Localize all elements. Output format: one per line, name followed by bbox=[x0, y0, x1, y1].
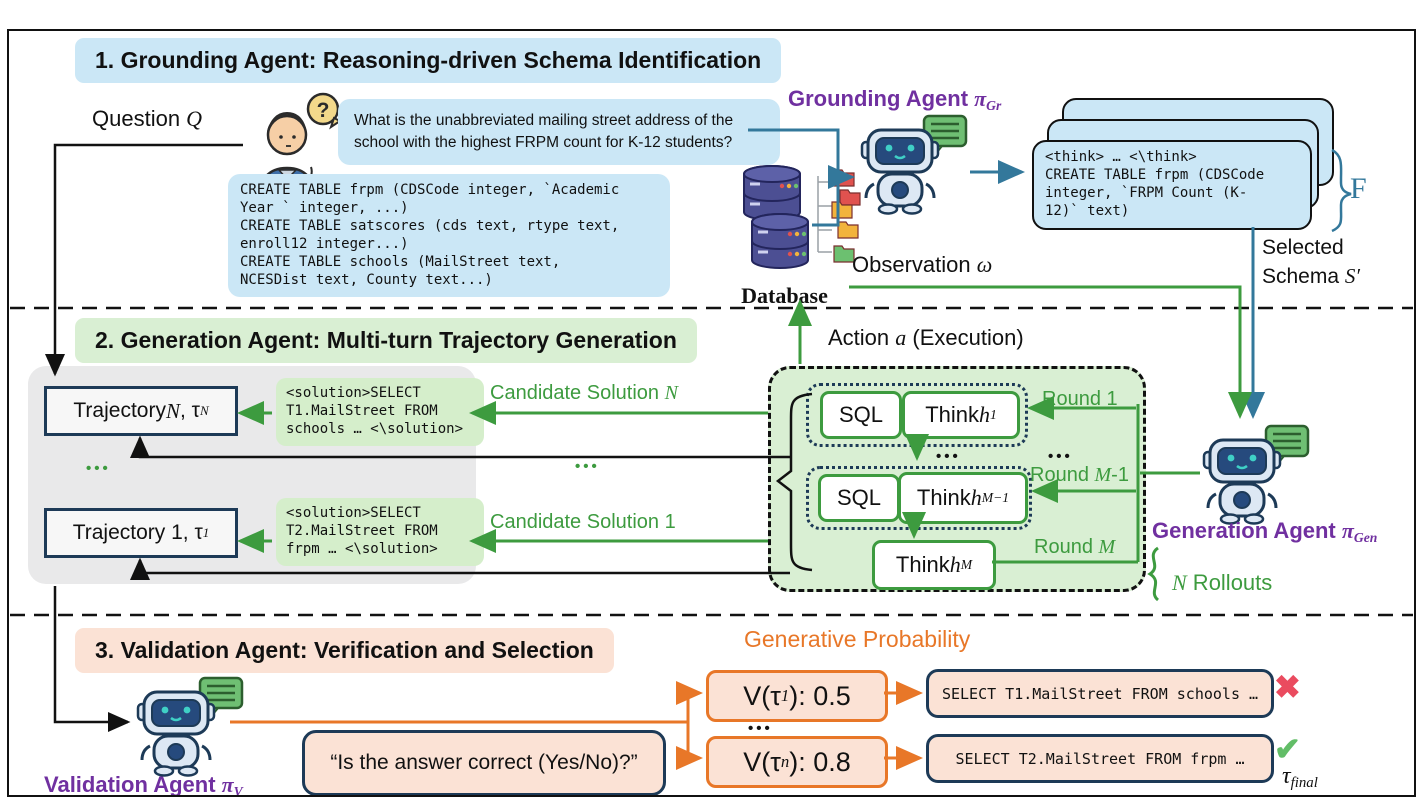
generative-probability-label: Generative Probability bbox=[744, 626, 971, 652]
sql-result-2-box: SELECT T2.MailStreet FROM frpm … bbox=[926, 734, 1274, 783]
rounds-ellipsis-1: ••• bbox=[936, 448, 961, 465]
n-rollouts-brace bbox=[1147, 546, 1160, 602]
action-label: Action a (Execution) bbox=[828, 325, 1024, 350]
question-box: What is the unabbreviated mailing street… bbox=[338, 99, 780, 165]
database-label: Database bbox=[741, 283, 828, 308]
round-1-label: Round 1 bbox=[1042, 388, 1118, 410]
validation-prompt-box: “Is the answer correct (Yes/No)?” bbox=[302, 730, 666, 796]
grounding-agent-label: Grounding Agent πGr bbox=[788, 86, 1002, 113]
database-icon bbox=[722, 162, 872, 284]
candidate-solution-n-label: Candidate Solution N bbox=[490, 382, 678, 404]
section1-title: 1. Grounding Agent: Reasoning-driven Sch… bbox=[75, 38, 782, 83]
round-m-label: Round M bbox=[1034, 536, 1116, 558]
candidate-solution-1-label: Candidate Solution 1 bbox=[490, 511, 676, 533]
validation-agent-label: Validation Agent πV bbox=[44, 772, 243, 799]
f-label: F bbox=[1350, 172, 1367, 205]
tau-final-label: τfinal bbox=[1282, 763, 1318, 792]
grounding-agent-robot-icon bbox=[858, 114, 970, 216]
validation-agent-robot-icon bbox=[134, 676, 246, 778]
f-brace bbox=[1331, 148, 1352, 233]
cross-icon: ✖ bbox=[1274, 669, 1301, 705]
v-ellipsis: ••• bbox=[748, 720, 773, 737]
observation-label: Observation ω bbox=[852, 252, 993, 277]
question-label: Question Q bbox=[92, 106, 203, 131]
sql-box-1: SQL bbox=[820, 391, 902, 439]
sql-box-2: SQL bbox=[818, 474, 900, 522]
rounds-ellipsis-2: ••• bbox=[1048, 448, 1073, 465]
candidate-solution-1-box: <solution>SELECT T2.MailStreet FROM frpm… bbox=[276, 498, 484, 566]
section2-title: 2. Generation Agent: Multi-turn Trajecto… bbox=[75, 318, 697, 363]
schema-code-box: CREATE TABLE frpm (CDSCode integer, `Aca… bbox=[228, 174, 670, 298]
round-m1-label: Round M-1 bbox=[1030, 464, 1129, 486]
n-rollouts-label: N Rollouts bbox=[1172, 570, 1273, 595]
sql-result-1-box: SELECT T1.MailStreet FROM schools … bbox=[926, 669, 1274, 718]
candidate-ellipsis: ••• bbox=[575, 458, 600, 475]
generation-agent-robot-icon bbox=[1200, 424, 1312, 526]
schema-card-front: <think> … <\think> CREATE TABLE frpm (CD… bbox=[1032, 140, 1312, 230]
trajectory-ellipsis: ••• bbox=[86, 460, 111, 477]
candidate-solution-n-box: <solution>SELECT T1.MailStreet FROM scho… bbox=[276, 378, 484, 446]
generation-agent-label: Generation Agent πGen bbox=[1152, 518, 1378, 545]
section3-title: 3. Validation Agent: Verification and Se… bbox=[75, 628, 614, 673]
question-mark: ? bbox=[317, 99, 330, 122]
selected-schema-label: Selected Schema S′ bbox=[1262, 236, 1360, 289]
